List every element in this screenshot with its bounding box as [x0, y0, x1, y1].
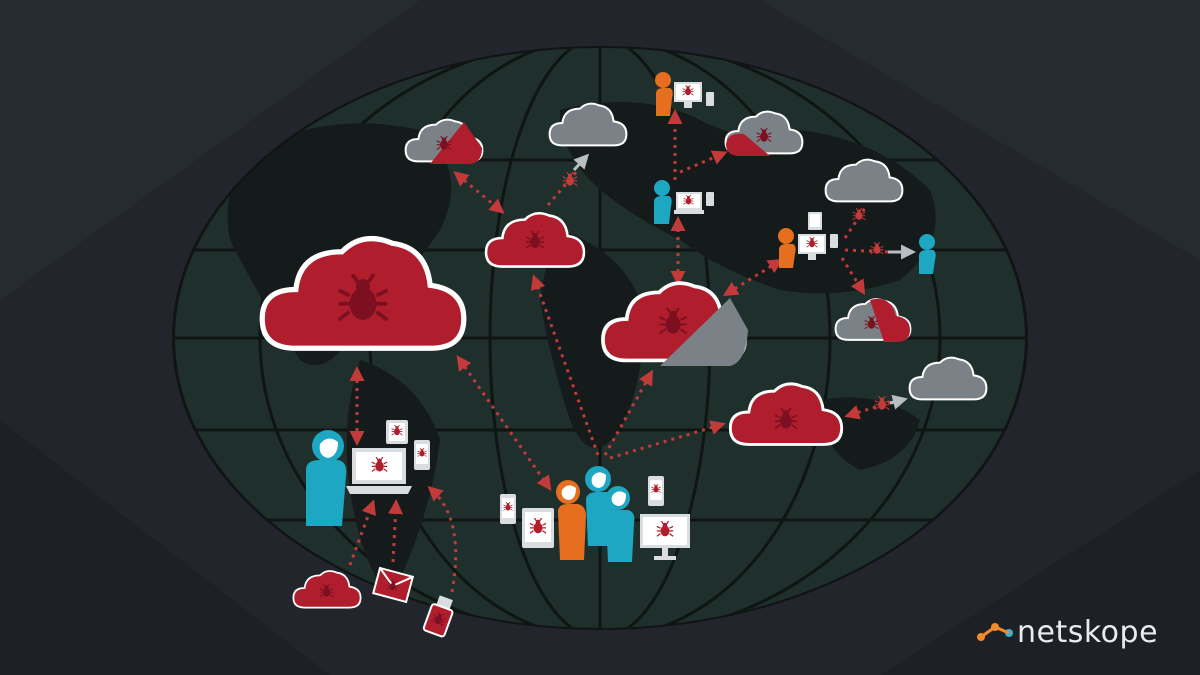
monitor-icon — [798, 234, 826, 260]
user-icon — [655, 72, 673, 116]
link-email-laptop — [388, 499, 404, 563]
remote-station-top — [655, 72, 714, 116]
monitor-icon — [640, 514, 690, 560]
brand-name: netskope — [1017, 614, 1159, 650]
phone-icon — [414, 440, 430, 470]
user-icon — [556, 480, 586, 560]
link-big-cloud-group — [456, 355, 552, 491]
user-icon — [306, 430, 347, 526]
cloud-right-partial — [834, 298, 912, 342]
user-icon — [778, 228, 796, 268]
link-user-right-grey — [843, 207, 867, 239]
envelope-icon — [372, 566, 415, 604]
cloud-bottom-infected — [292, 570, 362, 609]
monitor-icon — [674, 82, 702, 108]
tablet-icon — [386, 420, 408, 444]
link-cloud-laptop — [348, 499, 376, 566]
grey-arrows — [572, 153, 916, 410]
arrow-grey-3 — [889, 394, 908, 410]
user-icon — [606, 486, 635, 562]
phone-icon — [706, 192, 714, 206]
cloud-topright-partial — [724, 110, 804, 156]
remote-user-far-right — [919, 234, 936, 274]
arrow-grey-1 — [572, 153, 590, 172]
connection-links — [348, 109, 899, 593]
link-halfcloud-user-right — [722, 258, 784, 297]
phone-icon — [830, 234, 838, 248]
remote-station-right — [778, 212, 838, 268]
cloud-half-infected — [603, 283, 748, 366]
link-group-cloud-center — [530, 274, 600, 456]
user-icon — [654, 180, 672, 224]
user-icon — [919, 234, 936, 274]
brand-logo: netskope — [975, 612, 1175, 652]
phone-icon — [500, 494, 516, 524]
phone-icon — [648, 476, 664, 506]
tablet-icon — [522, 508, 554, 548]
link-group-cloud-right — [609, 420, 726, 460]
netskope-logo-icon — [977, 623, 1013, 641]
cloud-topleft-partial — [404, 118, 484, 164]
user-group — [500, 466, 690, 562]
usb-drive-icon — [422, 595, 454, 638]
laptop-icon — [346, 448, 412, 494]
link-user-right-cloud — [840, 257, 866, 296]
clouds — [262, 102, 988, 609]
phone-icon — [706, 92, 714, 106]
link-cloud-center-topleft — [453, 171, 505, 214]
laptop-icon — [674, 192, 704, 214]
main-user-station — [306, 420, 430, 526]
tablet-icon — [808, 212, 822, 230]
remote-station-middle — [654, 180, 714, 224]
